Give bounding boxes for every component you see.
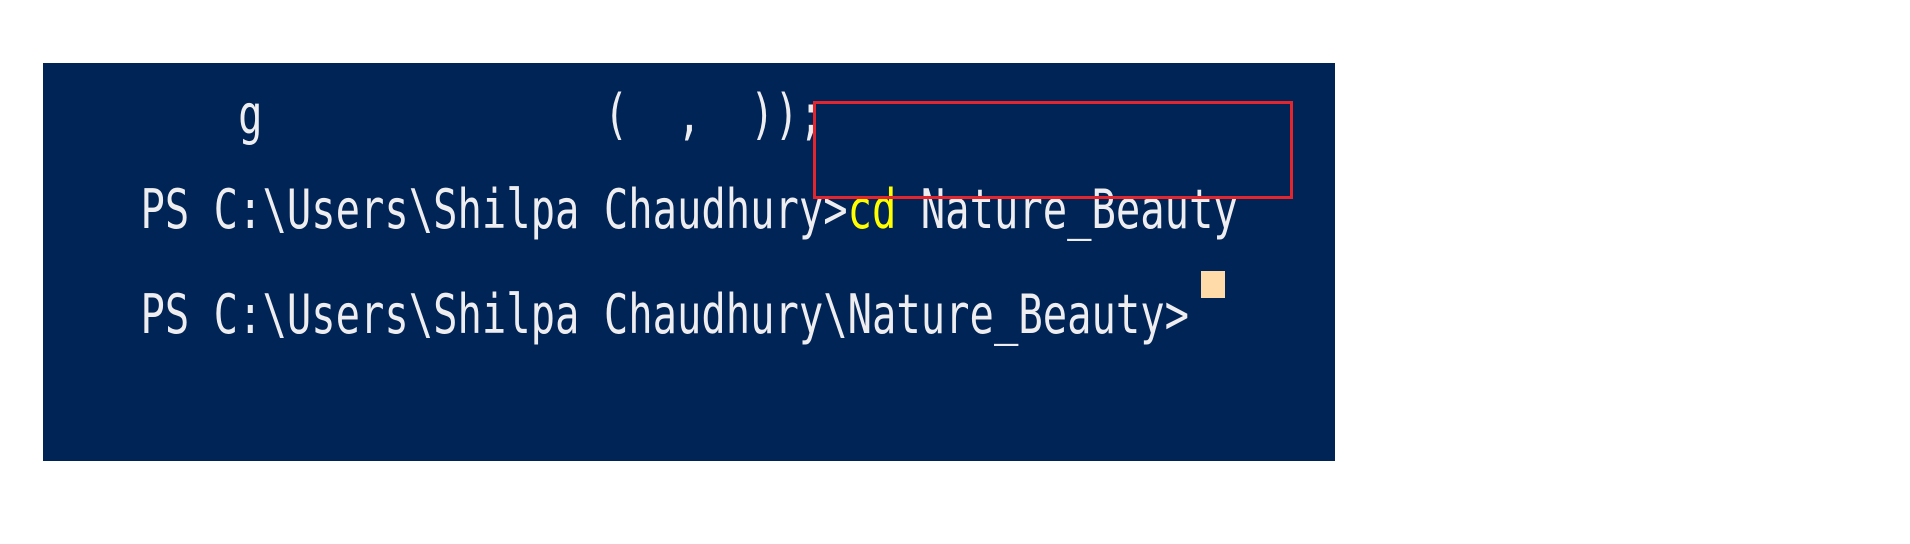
terminal-line-cd-command: PS C:\Users\Shilpa Chaudhury>cd Nature_B… <box>43 114 1238 306</box>
text-cursor[interactable] <box>1201 271 1225 298</box>
terminal-line-current-prompt: PS C:\Users\Shilpa Chaudhury\Nature_Beau… <box>43 219 1189 411</box>
prompt-text: PS C:\Users\Shilpa Chaudhury\Nature_Beau… <box>140 283 1190 346</box>
partial-output-text: g ( , )); <box>140 83 824 146</box>
command-args: Nature_Beauty <box>896 178 1238 241</box>
command-keyword: cd <box>847 178 897 241</box>
powershell-terminal[interactable]: g ( , )); PS C:\Users\Shilpa Chaudhury>c… <box>43 63 1335 461</box>
prompt-text: PS C:\Users\Shilpa Chaudhury> <box>140 178 848 241</box>
command-highlight-box <box>813 101 1293 199</box>
terminal-line-partial: g ( , )); <box>43 63 823 211</box>
